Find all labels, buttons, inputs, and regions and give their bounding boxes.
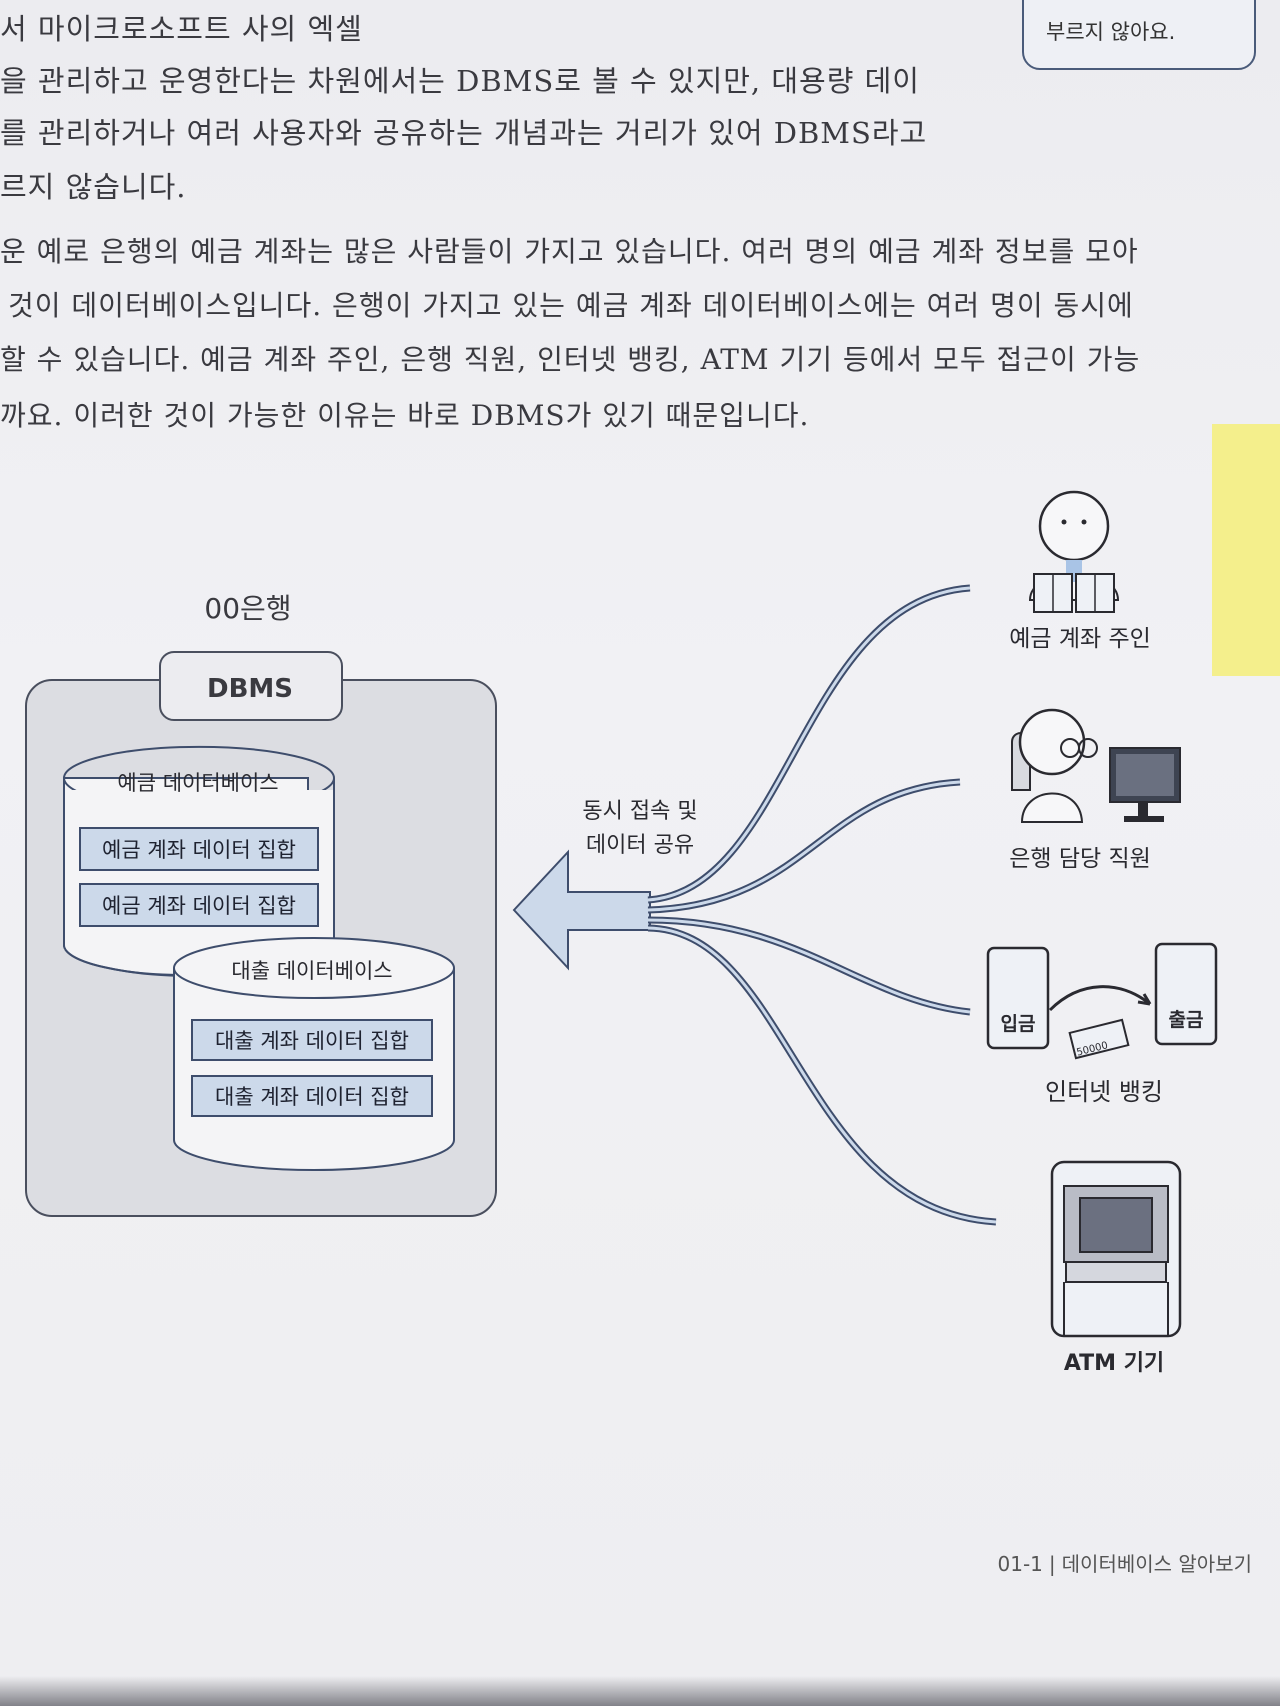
transfer-arrow-icon: [1050, 987, 1150, 1010]
data-set-label: 대출 계좌 데이터 집합: [215, 1029, 409, 1053]
loan-database: 대출 데이터베이스 대출 계좌 데이터 집합 대출 계좌 데이터 집합: [174, 938, 454, 1170]
dbms-label: DBMS: [207, 674, 293, 704]
deposit-db-title: 예금 데이터베이스: [117, 771, 278, 795]
bank-label: 00은행: [204, 592, 291, 625]
atm-keypad-icon: [1066, 1262, 1166, 1282]
user-label-owner: 예금 계좌 주인: [1009, 626, 1151, 652]
atm-screen-icon: [1080, 1198, 1152, 1252]
arrow-label-line-2: 데이터 공유: [586, 833, 694, 858]
shared-access-arrow: [514, 852, 650, 968]
user-label-internet: 인터넷 뱅킹: [1045, 1078, 1163, 1106]
data-set-label: 예금 계좌 데이터 집합: [102, 838, 296, 862]
footer-section-number: 01-1: [998, 1552, 1043, 1576]
user-label-atm: ATM 기기: [1064, 1351, 1164, 1376]
user-label-staff: 은행 담당 직원: [1009, 846, 1151, 872]
bottom-shadow: [0, 1676, 1280, 1706]
connection-lines: [648, 588, 996, 1222]
bank-staff-figure: [1012, 710, 1180, 822]
atm-figure: [1052, 1162, 1180, 1336]
arrow-label-line-1: 동시 접속 및: [582, 799, 697, 824]
loan-db-title: 대출 데이터베이스: [231, 959, 392, 983]
withdraw-label: 출금: [1169, 1009, 1204, 1031]
account-owner-figure: [1030, 492, 1118, 612]
footer-separator: |: [1049, 1552, 1056, 1576]
data-set-label: 예금 계좌 데이터 집합: [102, 894, 296, 918]
footer-section-title: 데이터베이스 알아보기: [1062, 1552, 1252, 1576]
deposit-label: 입금: [1001, 1013, 1036, 1035]
data-set-label: 대출 계좌 데이터 집합: [215, 1085, 409, 1109]
page-footer: 01-1|데이터베이스 알아보기: [998, 1548, 1253, 1577]
internet-banking-figure: 입금 출금 50000: [988, 944, 1216, 1059]
